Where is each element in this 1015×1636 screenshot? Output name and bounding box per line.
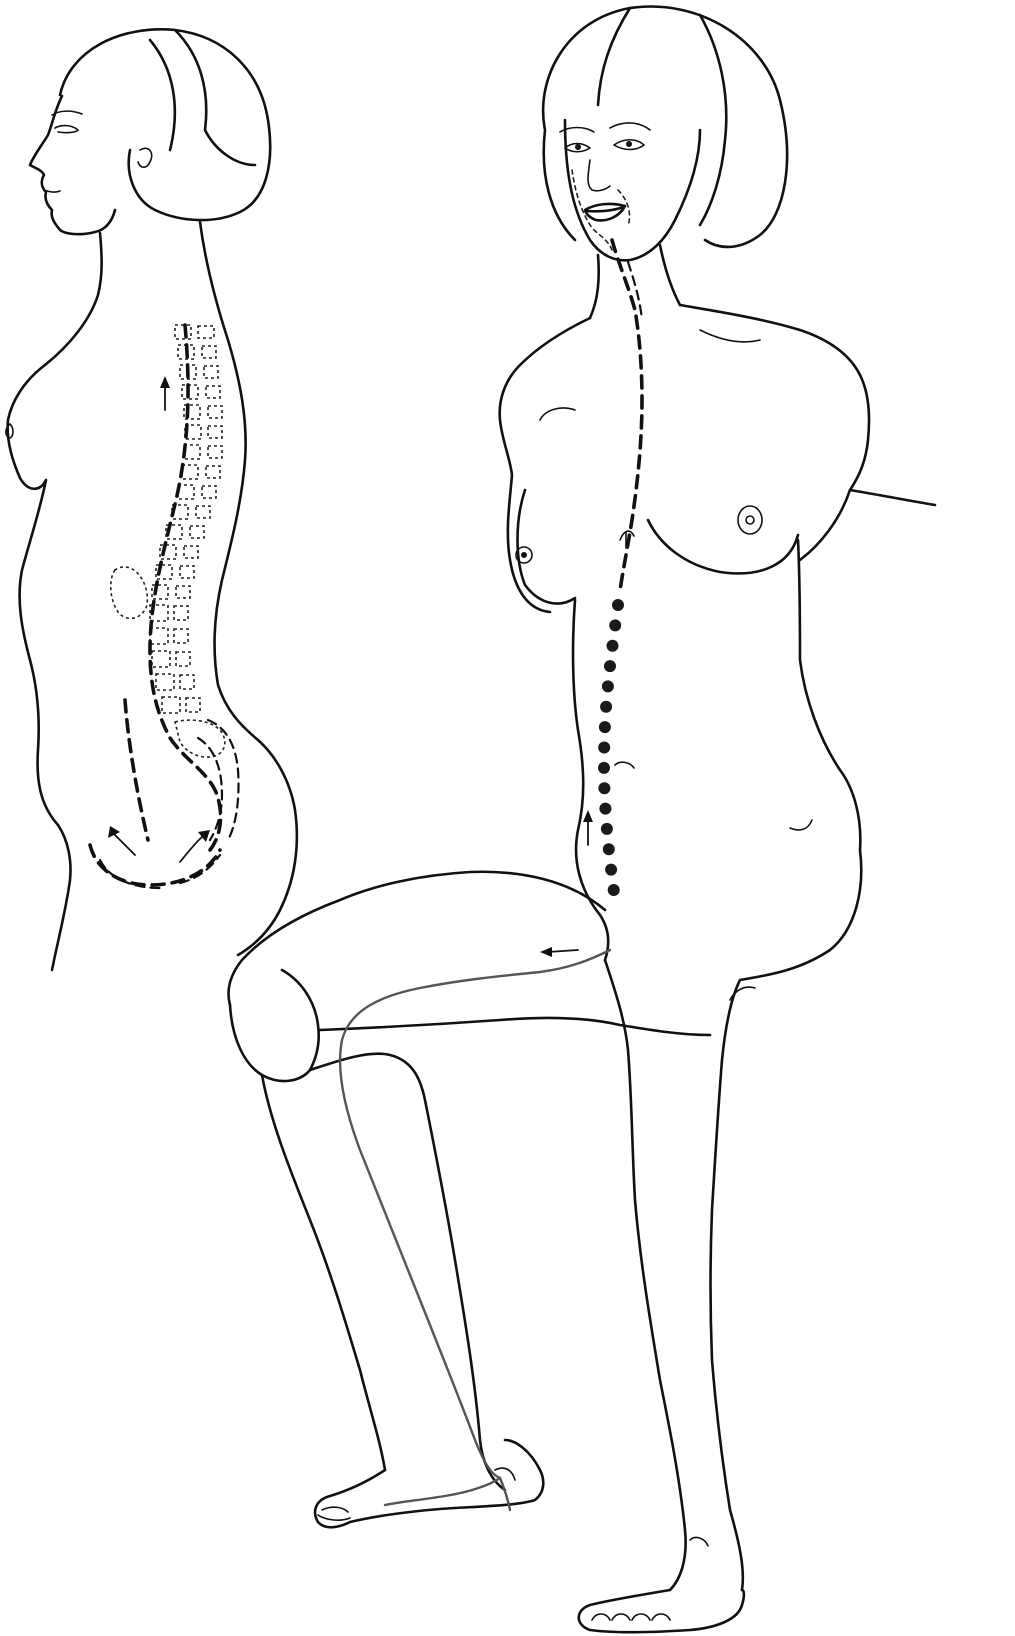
front-view-figure xyxy=(229,7,936,1633)
front-mouth xyxy=(585,204,625,220)
side-ear xyxy=(138,148,152,167)
side-eye xyxy=(55,126,78,133)
channel-dot xyxy=(612,599,624,611)
channel-dot xyxy=(609,619,621,631)
channel-dot xyxy=(605,864,617,876)
front-arrow-thigh-left xyxy=(540,947,578,957)
side-spine-vertebrae xyxy=(111,325,225,757)
front-left-thigh-bottom xyxy=(320,1018,710,1035)
front-left-big-toe xyxy=(318,1507,350,1520)
front-right-thigh xyxy=(605,960,686,1590)
channel-dot xyxy=(607,640,619,652)
front-channel-dots xyxy=(598,599,624,896)
side-channel-pelvis-dashes xyxy=(90,700,220,885)
channel-dot xyxy=(604,660,616,672)
front-left-thigh-top xyxy=(229,872,606,1005)
front-channel-neck-dashes xyxy=(628,262,642,320)
front-waist-crease xyxy=(790,820,812,830)
front-left-knee xyxy=(230,970,319,1081)
front-right-foot xyxy=(579,1590,744,1632)
front-right-thigh-outer xyxy=(711,850,862,1590)
front-right-areola xyxy=(738,506,762,534)
front-right-toes xyxy=(592,1614,670,1620)
front-left-foot xyxy=(315,1440,543,1527)
front-left-shin-front xyxy=(262,1075,385,1470)
side-arrow-up xyxy=(160,376,170,410)
front-arrow-up xyxy=(583,810,593,845)
front-right-torso xyxy=(798,540,860,850)
front-right-nipple xyxy=(746,516,754,524)
channel-dot xyxy=(599,803,611,815)
front-left-pupil xyxy=(575,144,581,150)
front-navel xyxy=(615,762,634,768)
front-right-shoulder-arm xyxy=(680,305,869,490)
channel-dot xyxy=(608,884,620,896)
side-front-outline xyxy=(8,233,102,970)
front-leg-channel-foot xyxy=(385,1478,500,1505)
channel-dot xyxy=(598,742,610,754)
front-hair xyxy=(543,7,787,247)
channel-dot xyxy=(601,823,613,835)
front-brows xyxy=(560,123,650,132)
front-nose xyxy=(588,160,610,191)
front-right-ankle xyxy=(690,1538,708,1546)
front-left-torso xyxy=(573,600,608,960)
front-left-nipple-inner xyxy=(521,552,527,558)
front-right-arm-cut xyxy=(800,490,935,560)
front-right-pupil xyxy=(626,141,632,147)
channel-dot xyxy=(600,701,612,713)
front-right-breast xyxy=(648,520,798,573)
side-face-profile xyxy=(30,96,115,234)
side-hair xyxy=(60,29,270,220)
front-left-shoulder-arm xyxy=(500,318,590,612)
side-view-figure xyxy=(6,29,297,970)
front-face-outline xyxy=(565,120,700,260)
channel-dot xyxy=(603,843,615,855)
side-channel-back-dashes xyxy=(150,325,221,850)
side-channel-sacrum-dashes xyxy=(198,720,239,840)
channel-dot xyxy=(599,721,611,733)
channel-dot xyxy=(598,762,610,774)
side-arrow-curve-left xyxy=(108,826,135,855)
front-collarbone xyxy=(540,330,760,420)
channel-dot xyxy=(598,782,610,794)
channel-dot xyxy=(602,680,614,692)
side-arrow-curve-right xyxy=(180,830,210,862)
